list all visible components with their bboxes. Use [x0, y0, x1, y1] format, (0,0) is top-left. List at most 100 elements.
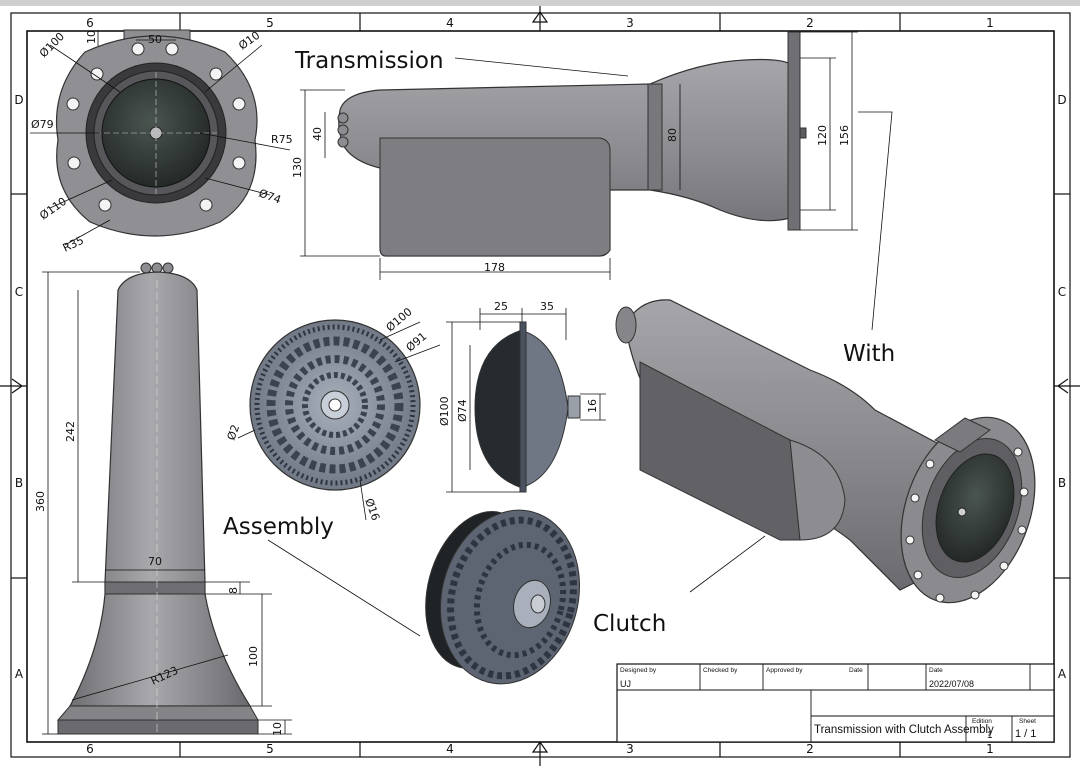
- col-label-top: 4: [446, 16, 454, 30]
- clutch-iso-shaft: [530, 594, 546, 614]
- side-view-knobs: [337, 112, 349, 148]
- zone-ticks: [11, 13, 1070, 757]
- dim-label: 16: [586, 399, 599, 413]
- dim-label: 130: [291, 157, 304, 178]
- row-labels: D C B A D C B A: [14, 93, 1067, 681]
- iso-flange-glass: [935, 453, 1015, 563]
- row-label-right: A: [1058, 667, 1067, 681]
- clutch-side-dome: [474, 329, 523, 489]
- front-view-base: [57, 719, 259, 735]
- clutch-face-slots-inner: [302, 372, 368, 438]
- center-markers: [0, 6, 1080, 766]
- col-label-bottom: 1: [986, 742, 994, 756]
- dim-label: 40: [311, 127, 324, 141]
- dim-label: 25: [494, 300, 508, 313]
- col-label-bottom: 3: [626, 742, 634, 756]
- clutch-face-slots-outer: [266, 336, 404, 474]
- edition-label: Edition: [972, 718, 992, 725]
- row-label-right: B: [1058, 476, 1066, 490]
- clutch-face-teeth: [254, 324, 416, 486]
- clutch-iso-face: [439, 509, 581, 685]
- top-strip: [0, 0, 1080, 6]
- dim-label: Ø10: [236, 29, 262, 53]
- side-view-dim-lines: [300, 31, 858, 280]
- callout-leaders: [267, 57, 893, 637]
- dim-label: 156: [838, 125, 851, 146]
- dim-label: Ø110: [37, 195, 69, 223]
- edition-value: 1: [987, 730, 993, 741]
- dim-label: 120: [816, 125, 829, 146]
- sheet-value: 1 / 1: [1015, 728, 1036, 740]
- dim-label: Ø16: [362, 497, 382, 523]
- dim-label: 242: [64, 421, 77, 442]
- col-label-top: 5: [266, 16, 274, 30]
- bolt-holes: [66, 42, 246, 212]
- dim-label: Ø100: [438, 396, 451, 426]
- clutch-face-view: Ø100 Ø91 Ø2 Ø16: [225, 305, 441, 523]
- top-view: Ø100 50 10 Ø10 Ø79 R75 Ø110 Ø74 R35: [30, 29, 293, 255]
- col-label-top: 2: [806, 16, 814, 30]
- approved-by-label: Approved by: [766, 667, 803, 674]
- col-label-bottom: 2: [806, 742, 814, 756]
- dim-label: 70: [148, 555, 162, 568]
- callout-assembly: Assembly: [223, 514, 334, 540]
- col-label-bottom: 5: [266, 742, 274, 756]
- title-block-frame: [616, 663, 1055, 743]
- iso-housing-side: [789, 439, 846, 541]
- dim-label: 10: [271, 722, 284, 736]
- drawing-title: Transmission with Clutch Assembly: [814, 724, 994, 736]
- iso-nose: [615, 306, 637, 344]
- front-view-base-top: [56, 705, 259, 721]
- dim-label: Ø100: [384, 305, 415, 334]
- title-block: Designed by Checked by Approved by Date …: [616, 663, 1055, 743]
- dim-label: 178: [484, 261, 505, 274]
- dim-label: 35: [540, 300, 554, 313]
- col-label-top: 3: [626, 16, 634, 30]
- row-label-right: D: [1057, 93, 1066, 107]
- clutch-iso-view: [425, 509, 581, 685]
- col-label-bottom: 6: [86, 742, 94, 756]
- row-label-right: C: [1058, 285, 1066, 299]
- top-view-dim-lines: [30, 30, 291, 246]
- clutch-face-slots-mid: [285, 355, 385, 455]
- sheet-label: Sheet: [1019, 718, 1036, 725]
- dim-label: R35: [61, 234, 86, 255]
- clutch-side-stack: [525, 331, 569, 487]
- dim-label: Ø79: [31, 118, 54, 131]
- dim-label: 80: [666, 128, 679, 142]
- clutch-face-bore: [328, 398, 342, 412]
- iso-tab: [934, 417, 991, 453]
- row-label-left: C: [15, 285, 23, 299]
- dim-label: 50: [148, 33, 162, 46]
- dim-label: 360: [34, 491, 47, 512]
- dim-label: 8: [227, 587, 240, 594]
- title-block-grid: [617, 664, 1054, 742]
- front-view-collar: [104, 581, 206, 595]
- side-view-nub: [799, 127, 807, 139]
- dim-label: Ø100: [37, 30, 67, 60]
- clutch-side-dim-lines: [446, 308, 606, 493]
- side-view-flange: [787, 31, 801, 231]
- dim-label: 100: [247, 646, 260, 667]
- clutch-side-view: 25 35 Ø100 Ø74 16: [438, 300, 606, 493]
- front-view: 360 242 70 8 100 R123 10: [34, 262, 292, 736]
- dim-label: Ø74: [257, 187, 283, 207]
- iso-housing: [639, 361, 801, 541]
- row-label-left: B: [15, 476, 23, 490]
- side-view: 130 40 178 80 120 156: [291, 31, 858, 280]
- date-label: Date: [929, 667, 943, 674]
- clutch-side-shaft: [567, 395, 581, 419]
- callout-transmission: Transmission: [294, 48, 444, 74]
- iso-view: [615, 299, 1036, 604]
- clutch-iso-slots-inner: [473, 541, 567, 659]
- date-label: Date: [849, 667, 863, 674]
- callout-clutch: Clutch: [593, 611, 666, 637]
- iso-bolt-holes: [905, 447, 1029, 603]
- col-label-top: 6: [86, 16, 94, 30]
- callout-with: With: [843, 341, 895, 367]
- dim-label: Ø74: [456, 399, 469, 422]
- col-label-top: 1: [986, 16, 994, 30]
- clutch-side-rim: [519, 321, 527, 493]
- checked-by-label: Checked by: [703, 667, 738, 674]
